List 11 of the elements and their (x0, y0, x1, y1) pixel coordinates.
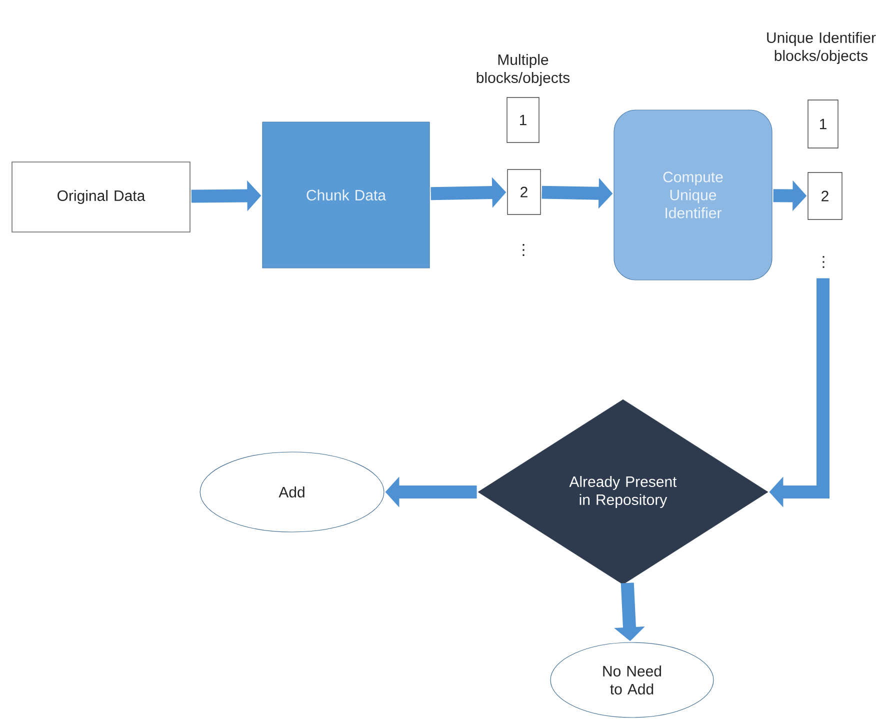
block-box: 2 (808, 172, 842, 220)
ellipsis-marker: ⋮ (822, 256, 824, 268)
process-box: Original Data (12, 162, 190, 232)
block-box: 1 (506, 97, 540, 143)
block-box: 1 (808, 100, 838, 148)
ellipsis-marker: ⋮ (522, 244, 524, 256)
column-heading: Multiple blocks/objects (476, 54, 570, 86)
block-box: 2 (507, 169, 541, 215)
column-heading: Unique Identifier blocks/objects (767, 32, 876, 64)
process-box: Chunk Data (262, 122, 430, 268)
process-box: Compute Unique Identifier (614, 110, 772, 280)
